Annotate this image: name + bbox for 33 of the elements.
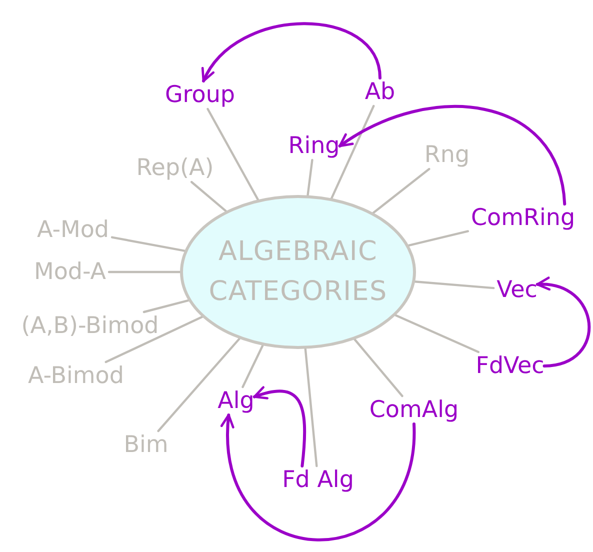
category-label: Fd Alg (282, 466, 354, 494)
category-label: A-Bimod (28, 362, 124, 390)
connector-line (190, 180, 227, 212)
category-label: Rep(A) (136, 154, 214, 182)
category-label: Vec (496, 276, 538, 304)
category-label: (A,B)-Bimod (21, 312, 159, 340)
category-label: A-Mod (36, 216, 110, 244)
category-label: Bim (124, 431, 168, 459)
curved-arrow (202, 22, 382, 82)
category-label: ComAlg (369, 396, 459, 424)
connector-line (304, 348, 318, 468)
connector-line (157, 338, 240, 432)
category-label: Group (164, 81, 236, 109)
center-title: ALGEBRAIC CATEGORIES (208, 235, 388, 309)
connector-line (414, 280, 495, 290)
curved-arrow (252, 386, 306, 468)
curved-arrow (536, 278, 590, 368)
connector-line (108, 270, 182, 274)
category-label: Ring (288, 132, 340, 160)
curved-arrow (338, 105, 566, 206)
connector-line (206, 108, 259, 201)
connector-line (372, 168, 430, 214)
connector-line (354, 338, 404, 398)
category-label: Ab (364, 78, 396, 106)
category-label: Alg (218, 387, 254, 415)
curved-arrow (222, 414, 416, 542)
category-label: ComRing (470, 204, 576, 232)
connector-line (104, 316, 204, 364)
connector-line (394, 314, 480, 354)
connector-line (306, 158, 314, 196)
category-label: FdVec (476, 352, 544, 380)
category-label: Mod-A (34, 258, 106, 286)
category-label: Rng (424, 141, 470, 169)
